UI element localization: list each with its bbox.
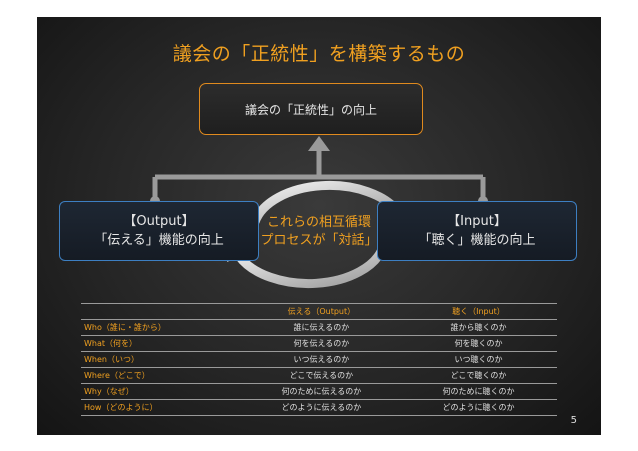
input-cell: 誰から聴くのか [399, 319, 557, 336]
input-cell: どのように聴くのか [399, 399, 557, 416]
slide-title: 議会の「正統性」を構築するもの [172, 43, 466, 65]
cycle-caption: これらの相互循環 プロセスが「対話」 [244, 214, 394, 250]
output-box: 【Output】 「伝える」機能の向上 [59, 201, 259, 261]
input-box: 【Input】 「聴く」機能の向上 [377, 201, 577, 261]
header-corner [81, 303, 243, 320]
slide: 議会の「正統性」を構築するもの 議会の「正統性」の向上 【Ou [37, 17, 601, 435]
output-box-line2: 「伝える」機能の向上 [94, 233, 224, 248]
input-cell: 何のために聴くのか [399, 383, 557, 400]
header-input: 聴く（Input） [399, 303, 557, 320]
table-header-row: 伝える（Output） 聴く（Input） [81, 303, 557, 320]
output-cell: いつ伝えるのか [242, 351, 400, 368]
up-arrow-icon [308, 136, 330, 151]
output-cell: どこで伝えるのか [242, 367, 400, 384]
input-cell: 何を聴くのか [399, 335, 557, 352]
row-label: Who（誰に・誰から） [81, 319, 243, 336]
table-row: When（いつ） いつ伝えるのか いつ聴くのか [81, 351, 557, 368]
row-label: Why（なぜ） [81, 383, 243, 400]
table-row: How（どのように） どのように伝えるのか どのように聴くのか [81, 399, 557, 416]
input-cell: いつ聴くのか [399, 351, 557, 368]
connector-lines [152, 147, 486, 201]
output-box-line1: 【Output】 [123, 214, 195, 229]
table-row: What（何を） 何を伝えるのか 何を聴くのか [81, 335, 557, 352]
question-matrix-table: 伝える（Output） 聴く（Input） Who（誰に・誰から） 誰に伝えるの… [81, 303, 557, 416]
page-number: 5 [570, 415, 577, 426]
header-output: 伝える（Output） [242, 303, 400, 320]
table-row: Who（誰に・誰から） 誰に伝えるのか 誰から聴くのか [81, 319, 557, 336]
row-label: What（何を） [81, 335, 243, 352]
cycle-caption-line2: プロセスが「対話」 [260, 233, 378, 248]
input-box-line2: 「聴く」機能の向上 [418, 233, 536, 248]
row-label: How（どのように） [81, 399, 243, 416]
input-cell: どこで聴くのか [399, 367, 557, 384]
output-cell: 誰に伝えるのか [242, 319, 400, 336]
table-row: Where（どこで） どこで伝えるのか どこで聴くのか [81, 367, 557, 384]
input-box-line1: 【Input】 [447, 214, 507, 229]
top-goal-label: 議会の「正統性」の向上 [244, 102, 377, 117]
output-cell: 何を伝えるのか [242, 335, 400, 352]
top-goal-box: 議会の「正統性」の向上 [199, 83, 423, 135]
output-cell: どのように伝えるのか [242, 399, 400, 416]
output-cell: 何のために伝えるのか [242, 383, 400, 400]
table-row: Why（なぜ） 何のために伝えるのか 何のために聴くのか [81, 383, 557, 400]
row-label: Where（どこで） [81, 367, 243, 384]
row-label: When（いつ） [81, 351, 243, 368]
cycle-caption-line1: これらの相互循環 [266, 215, 371, 230]
